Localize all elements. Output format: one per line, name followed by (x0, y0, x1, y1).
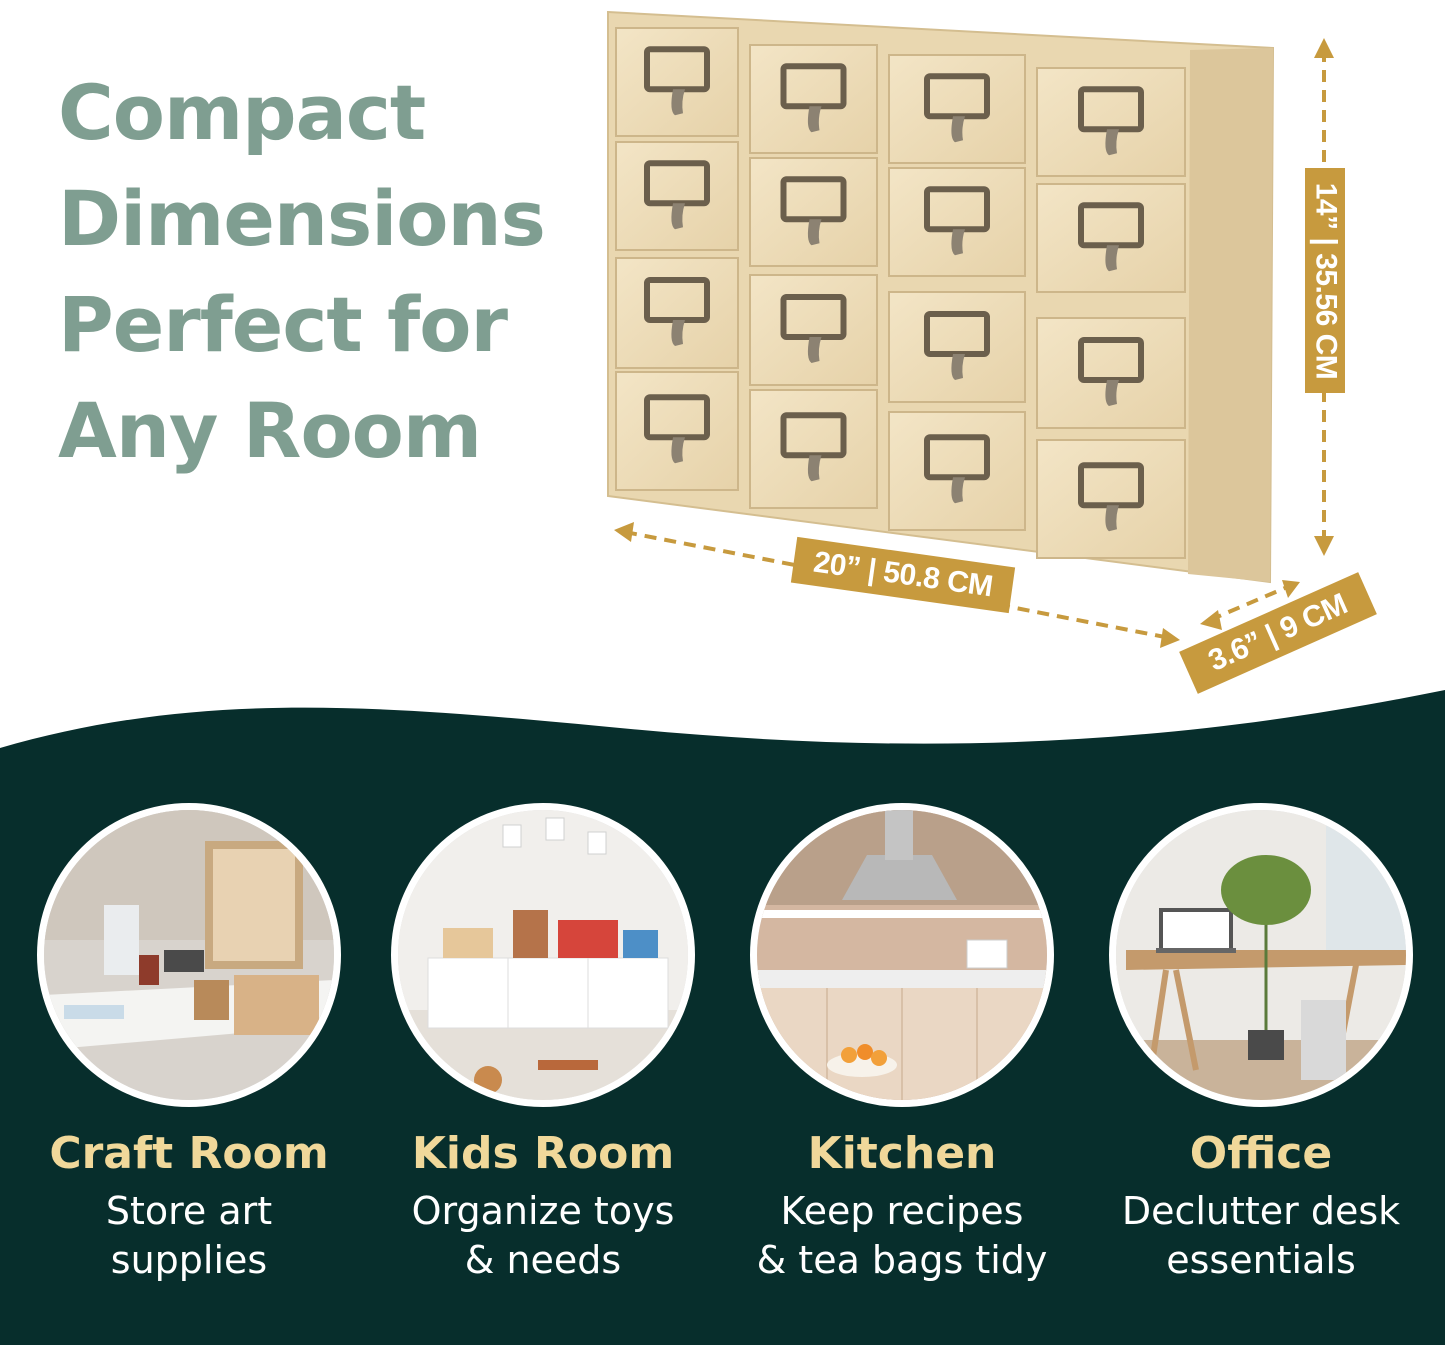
drawer-pull-icon (1105, 129, 1119, 156)
drawer-pull-icon (951, 116, 965, 143)
drawer-front (888, 291, 1026, 403)
drawer-front (749, 157, 878, 267)
drawer-pull-icon (671, 89, 685, 116)
room-description-line-2: & needs (464, 1238, 622, 1282)
drawer-front (615, 27, 739, 137)
room-title: Craft Room (49, 1128, 329, 1179)
headline-line-1: Compact (58, 68, 426, 157)
room-description-line-1: Organize toys (411, 1189, 675, 1233)
drawer-front (615, 257, 739, 369)
drawer-front (1036, 183, 1186, 293)
room-description: Organize toys & needs (363, 1187, 723, 1285)
drawer-front (1036, 67, 1186, 177)
headline: Compact Dimensions Perfect for Any Room (58, 60, 546, 484)
room-card-kids: Kids Room Organize toys & needs (363, 803, 723, 1285)
drawer-pull-icon (1105, 245, 1119, 272)
drawer-pull-icon (951, 477, 965, 504)
room-description: Store art supplies (9, 1187, 369, 1285)
room-title: Kids Room (411, 1128, 675, 1179)
drawer-pull-icon (1105, 380, 1119, 406)
room-title: Kitchen (807, 1128, 997, 1179)
room-title: Office (1189, 1128, 1333, 1179)
kids-room-photo (391, 803, 695, 1107)
drawer-front (615, 141, 739, 251)
kitchen-photo (750, 803, 1054, 1107)
drawer-front (749, 44, 878, 154)
drawer-pull-icon (807, 337, 822, 363)
headline-line-4: Any Room (58, 386, 482, 475)
craft-room-photo (37, 803, 341, 1107)
room-description-line-2: essentials (1166, 1238, 1356, 1282)
room-description: Declutter desk essentials (1081, 1187, 1441, 1285)
drawer-pull-icon (807, 106, 822, 133)
drawer-pull-icon (807, 219, 822, 246)
drawer-pull-icon (671, 203, 685, 230)
office-photo (1109, 803, 1413, 1107)
room-description: Keep recipes & tea bags tidy (722, 1187, 1082, 1285)
room-description-line-2: supplies (110, 1238, 268, 1282)
drawer-pull-icon (671, 437, 685, 464)
drawer-pull-icon (671, 320, 685, 346)
drawer-pull-icon (807, 455, 822, 482)
drawer-pull-icon (951, 229, 965, 256)
room-description-line-2: & tea bags tidy (756, 1238, 1048, 1282)
headline-line-3: Perfect for (58, 280, 508, 369)
drawer-front (1036, 317, 1186, 429)
drawer-front (615, 371, 739, 491)
drawer-front (888, 167, 1026, 277)
room-card-kitchen: Kitchen Keep recipes & tea bags tidy (722, 803, 1082, 1285)
room-card-office: Office Declutter desk essentials (1081, 803, 1441, 1285)
drawer-front (749, 389, 878, 509)
room-description-line-1: Declutter desk (1121, 1189, 1401, 1233)
drawer-front (749, 274, 878, 386)
height-dimension-label: 14” | 35.56 CM (1305, 168, 1345, 393)
drawer-pull-icon (1105, 505, 1119, 532)
room-description-line-1: Store art (105, 1189, 273, 1233)
room-card-craft: Craft Room Store art supplies (9, 803, 369, 1285)
drawer-front (888, 54, 1026, 164)
drawer-front (888, 411, 1026, 531)
room-description-line-1: Keep recipes (780, 1189, 1024, 1233)
headline-line-2: Dimensions (58, 174, 546, 263)
drawer-pull-icon (951, 354, 965, 380)
drawer-cabinet-image (607, 10, 1334, 648)
drawer-front (1036, 439, 1186, 559)
height-dimension-text: 14” | 35.56 CM (1309, 182, 1342, 379)
